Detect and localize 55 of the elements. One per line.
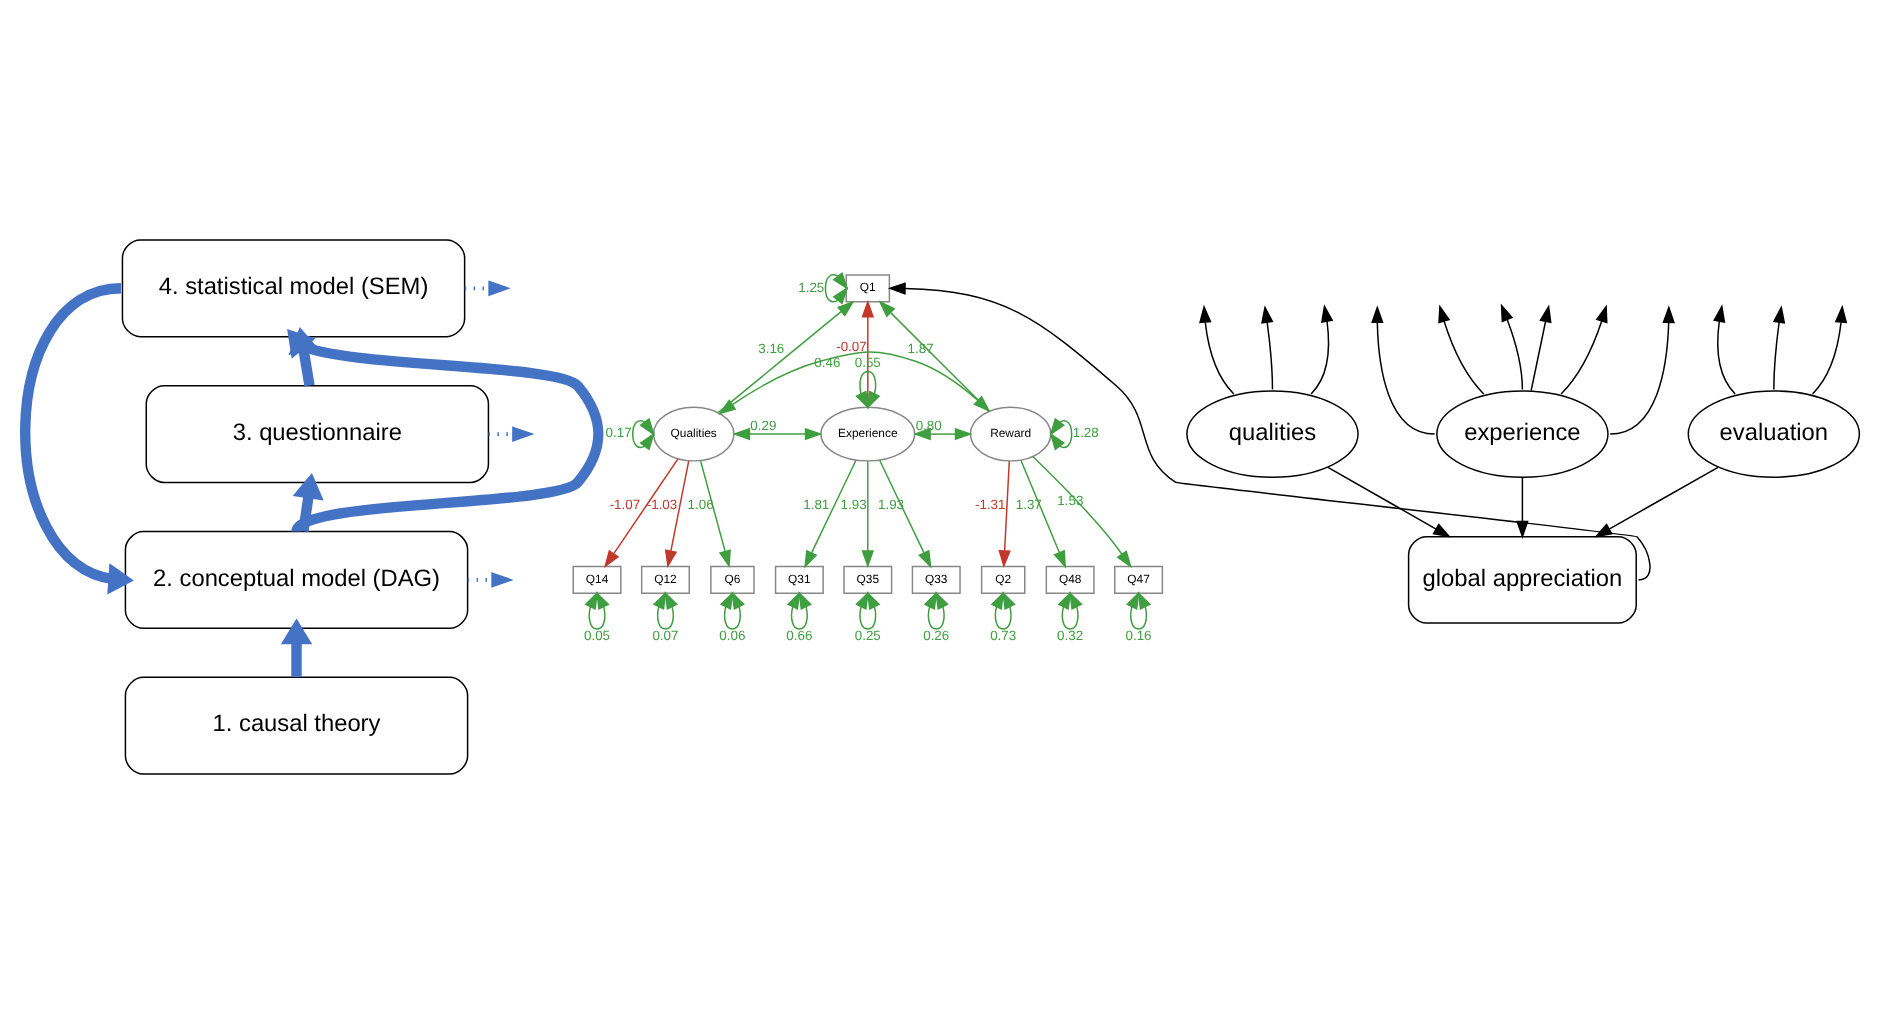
arrow bbox=[990, 590, 1016, 629]
arrow bbox=[1371, 304, 1436, 434]
arrow bbox=[1032, 454, 1132, 568]
arrow bbox=[464, 279, 511, 296]
node-box: 1. causal theory bbox=[124, 675, 469, 774]
arrow bbox=[824, 271, 849, 304]
arrow bbox=[732, 426, 823, 440]
arrow bbox=[1327, 465, 1451, 537]
arrow bbox=[652, 590, 679, 629]
arrow bbox=[1020, 458, 1067, 568]
arrow bbox=[1609, 304, 1675, 434]
arrow bbox=[912, 426, 973, 440]
arrow bbox=[878, 299, 991, 412]
arrow bbox=[699, 459, 731, 568]
arrow bbox=[887, 281, 1651, 580]
arrow bbox=[1772, 304, 1786, 390]
arrow bbox=[923, 590, 949, 629]
node-box: 2. conceptual model (DAG) bbox=[124, 529, 469, 628]
node-ellipse: evaluation bbox=[1687, 389, 1861, 477]
arrow bbox=[292, 471, 324, 532]
arrow bbox=[855, 369, 881, 409]
arrow bbox=[1500, 302, 1524, 390]
arrow bbox=[1049, 416, 1073, 450]
arrow bbox=[280, 617, 313, 677]
arrow bbox=[1126, 590, 1152, 629]
arrow bbox=[1310, 303, 1334, 394]
arrow bbox=[1811, 303, 1848, 394]
arrow bbox=[717, 299, 855, 413]
arrow bbox=[1530, 303, 1552, 391]
arrow bbox=[804, 458, 857, 568]
arrow bbox=[488, 425, 535, 441]
arrow bbox=[719, 590, 745, 629]
arrow bbox=[632, 416, 655, 450]
arrow bbox=[861, 459, 875, 568]
node-box: 4. statistical model (SEM) bbox=[121, 238, 466, 337]
arrow bbox=[718, 350, 991, 414]
arrow bbox=[604, 457, 679, 568]
arrow bbox=[1560, 303, 1608, 394]
node-box: global appreciation bbox=[1407, 535, 1637, 623]
arrow bbox=[1057, 590, 1083, 629]
arrow bbox=[1261, 304, 1274, 390]
arrow bbox=[664, 459, 690, 568]
arrow bbox=[879, 458, 932, 568]
arrow bbox=[786, 590, 812, 629]
arrow bbox=[1713, 303, 1736, 394]
arrow bbox=[584, 590, 610, 629]
node-ellipse: experience bbox=[1436, 389, 1609, 477]
arrow bbox=[998, 459, 1011, 568]
arrow bbox=[467, 571, 514, 587]
arrow bbox=[20, 282, 134, 594]
arrow bbox=[855, 590, 881, 629]
node-box: 3. questionnaire bbox=[145, 384, 490, 483]
node-ellipse: qualities bbox=[1186, 389, 1359, 477]
arrow bbox=[1438, 303, 1485, 394]
arrow bbox=[1199, 303, 1235, 394]
